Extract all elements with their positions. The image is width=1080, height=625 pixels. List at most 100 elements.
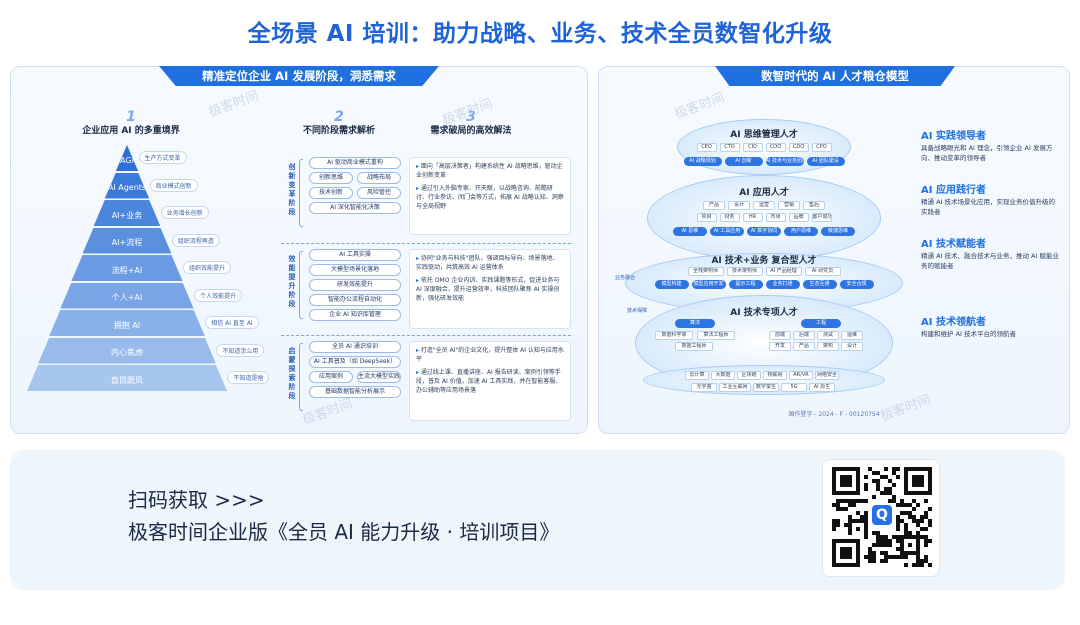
granary-role-chip: 后端 (793, 331, 815, 340)
pyramid-level: 内心焦虑 (38, 337, 216, 364)
pyramid-level-tag: 组织流程再造 (171, 233, 220, 247)
solution-text: 通过引入外脑专家、开天眼，以战略咨询、前瞻研讨、行业参访、闭门会等方式，拓展 A… (416, 184, 564, 211)
stage-need-pill: 风险管控 (357, 187, 401, 199)
granary-role-chip: CIO (742, 143, 763, 152)
pyramid-level-tag: 个人效能提升 (194, 288, 243, 302)
granary-tier-title: AI 应用人才 (739, 188, 789, 198)
granary-role-chip: 市场 (765, 213, 786, 222)
solution-text: 打造"全员 AI"的企业文化，提升整体 AI 认知与应用水平 (416, 346, 564, 364)
granary-role-chip: 运维 (841, 331, 863, 340)
role-descriptions: AI 实践领导者具备战略眼光和 AI 理念，引领企业 AI 发展方向、推动变革的… (599, 67, 1071, 435)
enterprise-stage-panel: 精准定位企业 AI 发展阶段，洞悉需求 1 企业应用 AI 的多重境界 2 不同… (10, 66, 588, 434)
cta-program-line[interactable]: 极客时间企业版《全员 AI 能力升级 · 培训项目》 (128, 520, 560, 544)
granary-skill-chip: AI 数字协同 (747, 227, 781, 236)
granary-role-chip: 售后 (803, 201, 825, 210)
stage-side-label: 效能提升阶段 (288, 255, 296, 308)
granary-role-chip: 测试 (817, 331, 839, 340)
granary-role-chip: 技术架构师 (726, 267, 763, 276)
stage-need-pill: 基础数据智能分析展示 (309, 386, 401, 398)
granary-skill-chip: 模型构建 (654, 280, 689, 289)
pyramid-level-label: 流程+AI (111, 265, 143, 275)
granary-skill-chip: 用户思维 (784, 227, 818, 236)
stage-solution-box: 面向「高层决策者」构建系统性 AI 战略思维，驱动企业创新变革通过引入外脑专家、… (409, 157, 571, 235)
pyramid-level: 个人+AI (60, 282, 194, 309)
solution-text: 面向「高层决策者」构建系统性 AI 战略思维，驱动企业创新变革 (416, 162, 564, 180)
stage-bracket (299, 251, 303, 319)
granary-role-chip: 全栈架构师 (687, 267, 724, 276)
pyramid-level: 拥抱 AI (49, 310, 205, 336)
stage-divider (281, 243, 571, 244)
role-title: AI 技术领航者 (921, 317, 986, 328)
pyramid-level-tag: 生产方式变革 (138, 151, 187, 164)
stage-need-pill: 技术创新 (309, 187, 353, 199)
pyramid-level-label: AI+流程 (111, 238, 143, 247)
column-3-number: 3 (466, 109, 476, 125)
granary-group-chip: 工程 (801, 319, 841, 328)
granary-role-chip: 开发 (769, 342, 791, 351)
granary-role-chip: 算法工程师 (697, 331, 735, 340)
pyramid-level: 盲目跟风 (27, 365, 227, 391)
granary-role-chip: CTO (719, 143, 740, 152)
granary-role-chip: HR (742, 213, 763, 222)
granary-skill-chip: 模型应用开发 (691, 280, 726, 289)
page-title: 全场景 AI 培训：助力战略、业务、技术全员数智化升级 (247, 21, 833, 47)
granary-skill-chip: 敏捷思维 (821, 227, 855, 236)
granary-tier-title: AI 思维管理人才 (730, 130, 798, 140)
granary-role-chip: AI 研究员 (804, 267, 841, 276)
granary-base-chip: 大数据 (711, 371, 735, 380)
granary-role-chip: 项目 (696, 213, 717, 222)
pyramid-level-tag: 不知道怎么用 (216, 343, 265, 357)
granary-role-chip: 数据科学家 (655, 331, 693, 340)
stage-need-pill: 战略布局 (357, 172, 401, 184)
pyramid-level-label: AI Agents (107, 183, 147, 192)
granary-role-chip: 运营 (753, 201, 775, 210)
granary-base-chip: AR/VR (789, 371, 813, 380)
pyramid-level-tag: 商业模式创新 (149, 178, 198, 192)
granary-base-chip: 区块链 (737, 371, 761, 380)
granary-base-chip: 物联网 (763, 371, 787, 380)
granary-role-chip: 营销 (778, 201, 800, 210)
granary-role-chip: 前端 (769, 331, 791, 340)
column-2-heading: 不同阶段需求解析 (302, 126, 375, 136)
stage-side-label: 启蒙探索阶段 (288, 347, 296, 400)
stage-bracket (299, 343, 303, 411)
solution-text: 依托 OMO 企业内训、实践课题等形式，促进业务与 AI 深度融合，提升运营效率… (416, 276, 564, 303)
copyright-note: 国作登字 - 2024 - F - 00120754 (788, 411, 880, 418)
stage-need-pill: AI 工具实操 (309, 249, 401, 261)
granary-skill-chip: 安全合规 (839, 280, 874, 289)
pyramid-level-label: 内心焦虑 (110, 348, 143, 357)
pyramid-level-tag: 组织效能提升 (183, 261, 232, 274)
pyramid-level: AI+业务 (93, 200, 161, 226)
granary-skill-chip: 生态互通 (802, 280, 837, 289)
granary-role-chip: CDO (788, 143, 809, 152)
pyramid-level-tag: 相信 AI 直至 AI (205, 316, 259, 329)
stage-solution-box: 协同"业务与科技"团队，强调目标导向、场景落地、实践驱动，共筑高效 AI 运营体… (409, 249, 571, 329)
granary-side-tag: 技术保障 (627, 308, 648, 314)
granary-skill-chip: AI 创新 (724, 157, 763, 166)
granary-skill-chip: AI 战略规划 (683, 157, 722, 166)
pyramid-level: 流程+AI (71, 255, 183, 281)
pyramid-level-label: 个人+AI (111, 293, 143, 302)
pyramid-level-label: 拥抱 AI (113, 320, 141, 330)
granary-base-chip: 工业互联网 (719, 383, 751, 392)
granary-base-chip: 元宇宙 (691, 383, 717, 392)
granary-skill-chip: 业务打通 (765, 280, 800, 289)
granary-role-chip: CPO (811, 143, 832, 152)
granary-role-chip: 产品 (703, 201, 725, 210)
granary-skill-chip: AI 工具应用 (710, 227, 744, 236)
role-description: 精通 AI 技术、融合技术与业务，推动 AI 赋能业务的赋能者 (921, 252, 1059, 270)
granary-tier-shape (647, 175, 881, 261)
stage-need-pill: 全员 AI 通识培训 (309, 341, 401, 353)
granary-skill-chip: 提示工程 (728, 280, 763, 289)
granary-role-chip: 财务 (719, 213, 740, 222)
granary-base-chip: 数字孪生 (753, 383, 779, 392)
granary-skill-chip: AI 技术与业务团队融合 (765, 157, 804, 166)
stage-need-pill: 主流大模型实践 (357, 371, 401, 383)
stage-need-pill: 创新思维 (309, 172, 353, 184)
granary-role-chip: COO (765, 143, 786, 152)
granary-role-chip: 设计 (728, 201, 750, 210)
